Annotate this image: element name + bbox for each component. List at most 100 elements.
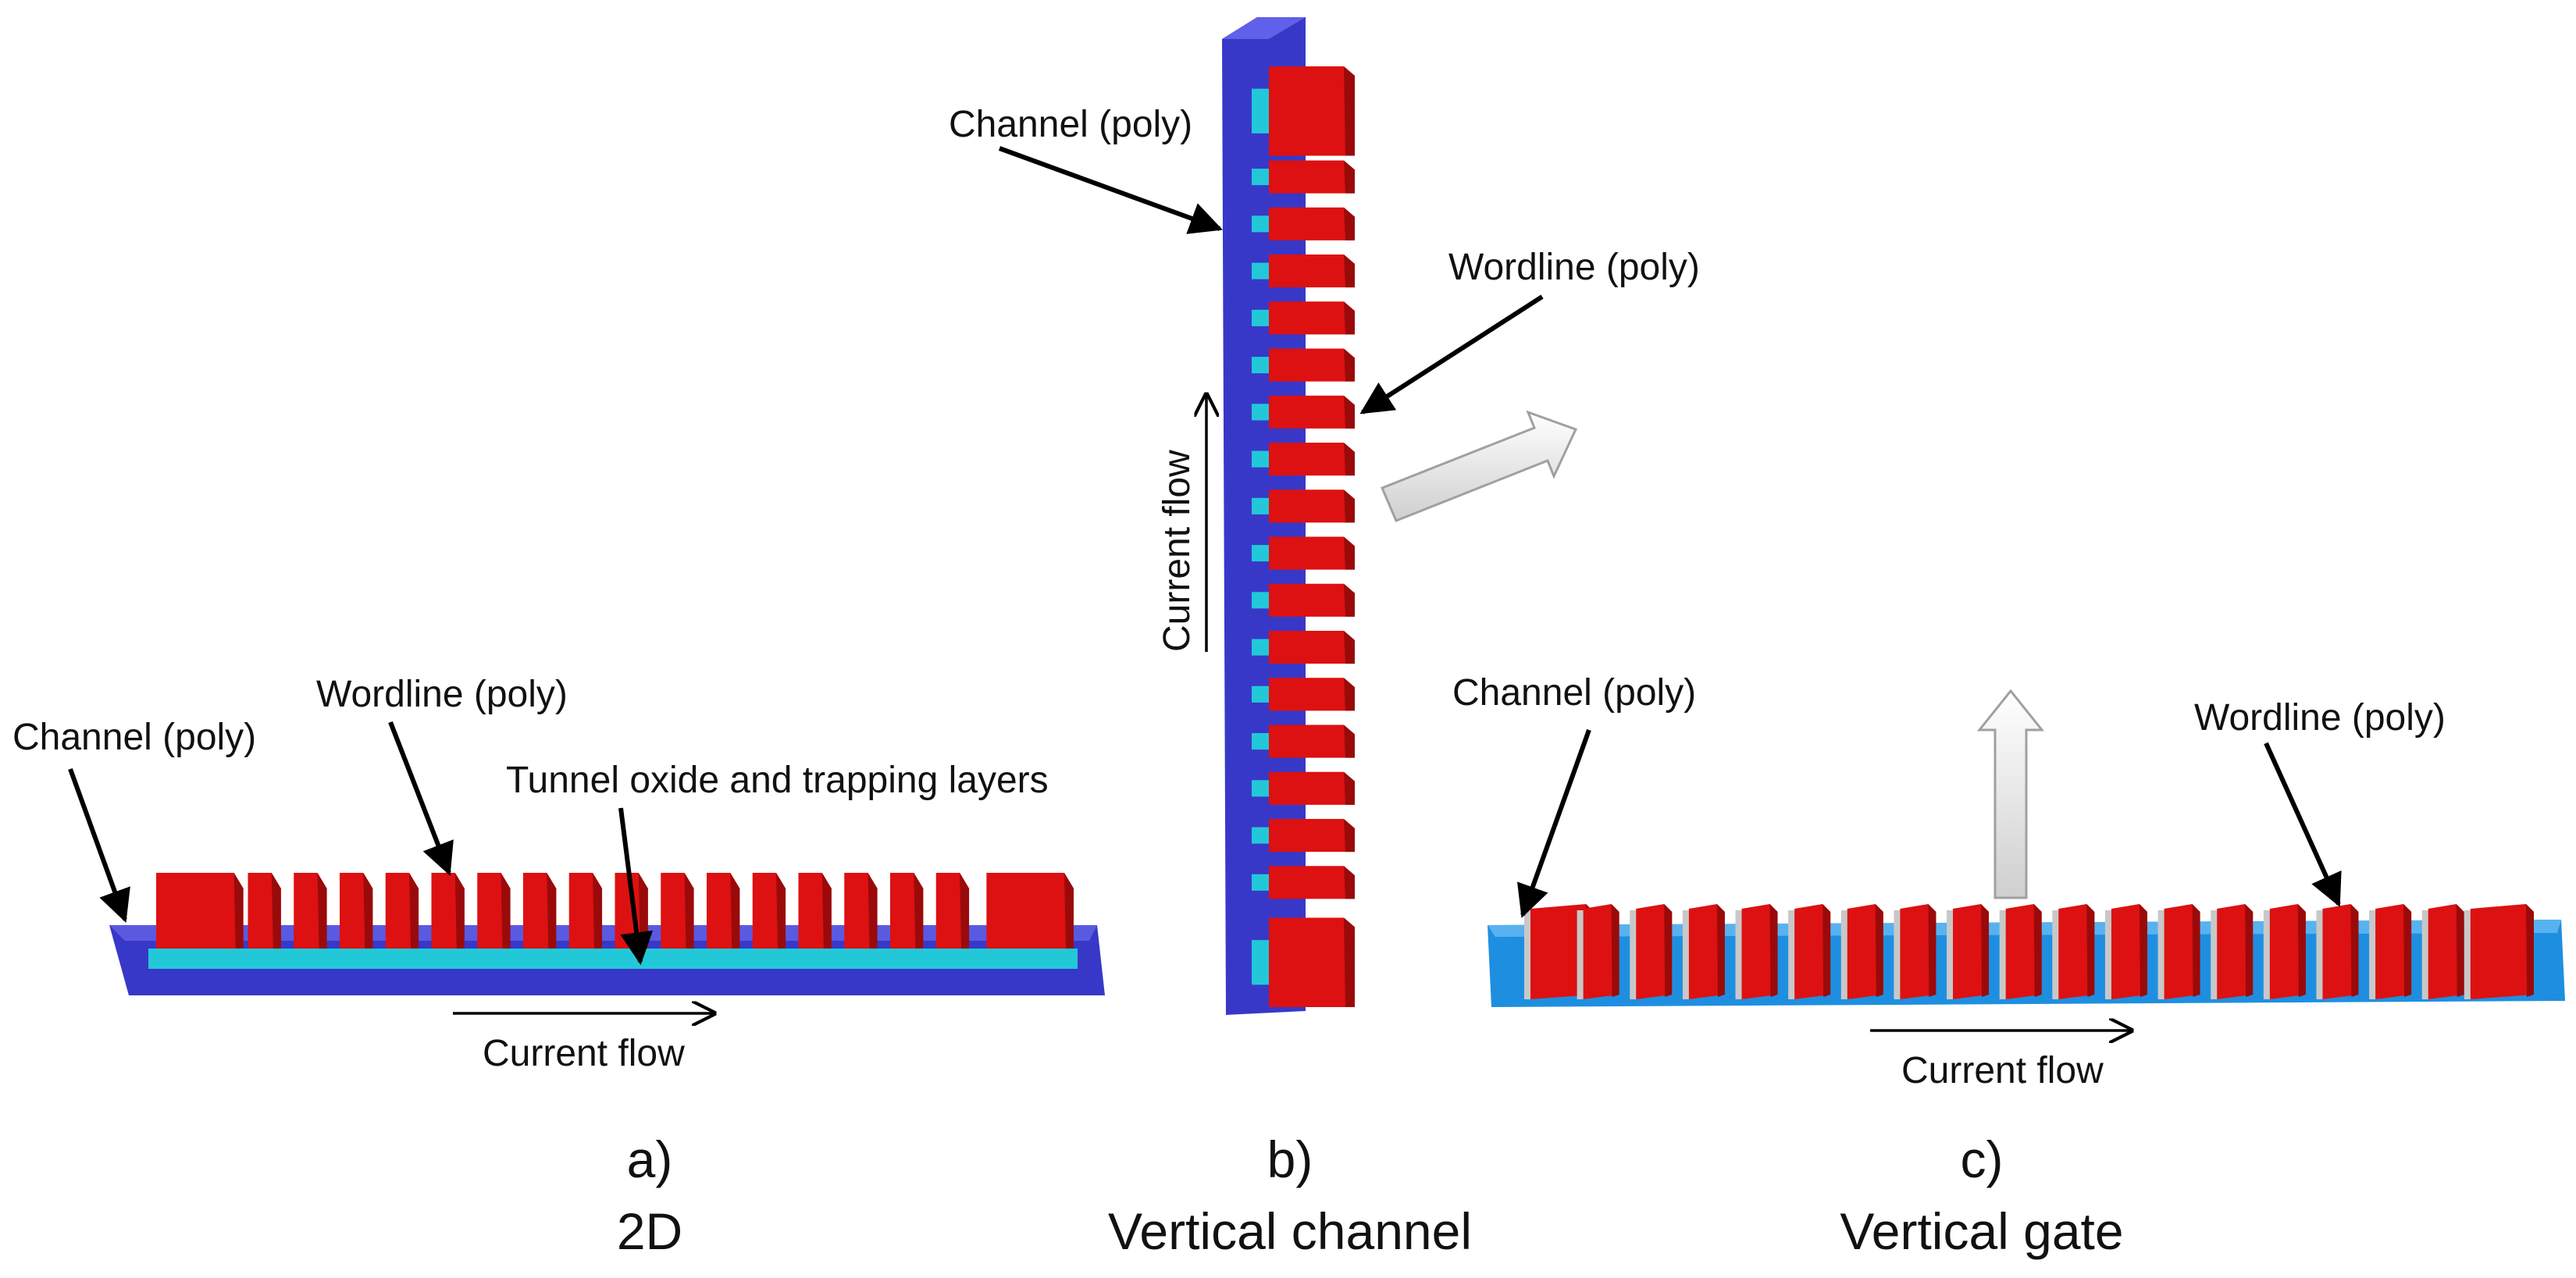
wordline-plate-side — [2245, 904, 2254, 997]
panel-b-vertical-channel: Channel (poly) Wordline (poly) Current f… — [949, 17, 1700, 1260]
wordline-block — [1269, 678, 1355, 711]
panel-b-caption-letter: b) — [1267, 1130, 1313, 1188]
trap-layer-segment — [1252, 827, 1270, 844]
trap-layer-segment — [1252, 733, 1270, 750]
wordline-plate — [2375, 904, 2412, 999]
wordline-block — [1269, 771, 1355, 805]
wordline-plate — [2269, 904, 2306, 999]
wordline-block — [1269, 583, 1355, 617]
wordline-plate-side — [2403, 904, 2412, 997]
gate-dielectric — [1788, 910, 1797, 999]
panel-c-wordline-label: Wordline (poly) — [2194, 697, 2446, 739]
gate-dielectric — [2369, 910, 2378, 999]
wordline-block-side — [1344, 443, 1355, 476]
wordline-plate-side — [2086, 904, 2095, 997]
panel-c-caption-letter: c) — [1961, 1130, 2004, 1188]
wordline-block-side — [1344, 255, 1355, 288]
panel-b-wordline-label: Wordline (poly) — [1448, 247, 1700, 288]
wordline-plate — [2164, 904, 2200, 999]
panel-a-tunnel-arrow — [618, 807, 654, 966]
wordline-block-side — [1344, 583, 1355, 617]
gate-dielectric — [2157, 910, 2166, 999]
wordline-block — [1269, 536, 1355, 570]
panel-a-channel-label: Channel (poly) — [12, 717, 256, 758]
wordline-block-side — [547, 873, 557, 949]
wordline-plate — [1688, 904, 1725, 999]
panel-c-current-label: Current flow — [1901, 1050, 2104, 1091]
panel-b-channel-arrow — [998, 146, 1223, 234]
wordline-block-side — [593, 873, 603, 949]
panel-c-device — [1488, 904, 2565, 1007]
wordline-block-side — [1344, 66, 1355, 156]
gate-dielectric — [1577, 910, 1585, 999]
gate-dielectric — [2104, 910, 2113, 999]
wordline-plate-side — [2139, 904, 2147, 997]
wordline-block-side — [684, 873, 694, 949]
wordline-block-side — [271, 873, 281, 949]
trap-layer-segment — [1252, 545, 1270, 562]
gate-dielectric — [2421, 910, 2430, 999]
gate-dielectric — [1894, 910, 1902, 999]
panel-a-tunnel-label: Tunnel oxide and trapping layers — [506, 760, 1049, 801]
trap-layer-segment — [1252, 215, 1270, 233]
wordline-block — [1269, 348, 1355, 382]
wordline-block-side — [1344, 301, 1355, 335]
wordline-plate — [1741, 904, 1778, 999]
wordline-plate-side — [1664, 904, 1673, 997]
wordline-plate-side — [2297, 904, 2306, 997]
wordline-block-side — [868, 873, 878, 949]
wordline-block-side — [776, 873, 786, 949]
wordline-block-side — [821, 873, 832, 949]
panel-a-channel-arrow — [68, 767, 130, 923]
panel-a-2d: Channel (poly) Wordline (poly) Tunnel ox… — [12, 674, 1105, 1260]
wordline-plate-side — [1822, 904, 1831, 997]
gate-dielectric — [2316, 910, 2325, 999]
wordline-block — [1269, 489, 1355, 523]
trap-layer-segment — [1252, 450, 1270, 468]
wordline-block — [1269, 207, 1355, 240]
panel-c-channel-arrow — [1516, 728, 1591, 918]
wordline-plate — [2428, 904, 2464, 999]
gate-dielectric — [1999, 910, 2008, 999]
wordline-block-side — [1344, 348, 1355, 382]
wordline-block — [1269, 66, 1355, 156]
wordline-block-side — [730, 873, 740, 949]
panel-a-wordline-label: Wordline (poly) — [316, 674, 568, 715]
wordline-plate — [2322, 904, 2359, 999]
wordline-plate — [2058, 904, 2095, 999]
panel-b-channel-pillar-top — [1222, 17, 1306, 39]
panel-a-wordline-arrow — [388, 721, 454, 876]
wordline-block-side — [638, 873, 648, 949]
wordline-block — [1269, 819, 1355, 853]
trap-layer-segment — [1252, 874, 1270, 891]
panel-a-device — [109, 873, 1105, 995]
wordline-block — [1269, 866, 1355, 899]
wordline-block-side — [1344, 724, 1355, 758]
wordline-block — [1269, 255, 1355, 288]
panel-a-trap-layer — [148, 949, 1078, 969]
trap-layer-segment — [1252, 357, 1270, 374]
wordline-block-side — [1344, 866, 1355, 899]
trap-layer-segment — [1252, 169, 1270, 186]
wordline-block-side — [409, 873, 419, 949]
gate-dielectric — [2464, 910, 2472, 999]
wordline-block-side — [1344, 678, 1355, 711]
wordline-plate-side — [1716, 904, 1725, 997]
trap-layer-segment — [1252, 88, 1270, 133]
wordline-block — [1269, 724, 1355, 758]
panel-b-wordline-cells — [1252, 66, 1355, 1007]
wordline-block — [1269, 301, 1355, 335]
wordline-block-side — [1344, 631, 1355, 664]
wordline-block-side — [1064, 873, 1074, 949]
trap-layer-segment — [1252, 262, 1270, 279]
wordline-block-side — [454, 873, 465, 949]
trap-layer-segment — [1252, 780, 1270, 797]
wordline-plate-side — [1769, 904, 1778, 997]
gate-dielectric — [2052, 910, 2061, 999]
wordline-plate — [2005, 904, 2042, 999]
wordline-plate-side — [1981, 904, 1990, 997]
wordline-block-side — [1344, 207, 1355, 240]
panel-a-caption-name: 2D — [617, 1202, 682, 1260]
wordline-block-side — [1344, 395, 1355, 429]
